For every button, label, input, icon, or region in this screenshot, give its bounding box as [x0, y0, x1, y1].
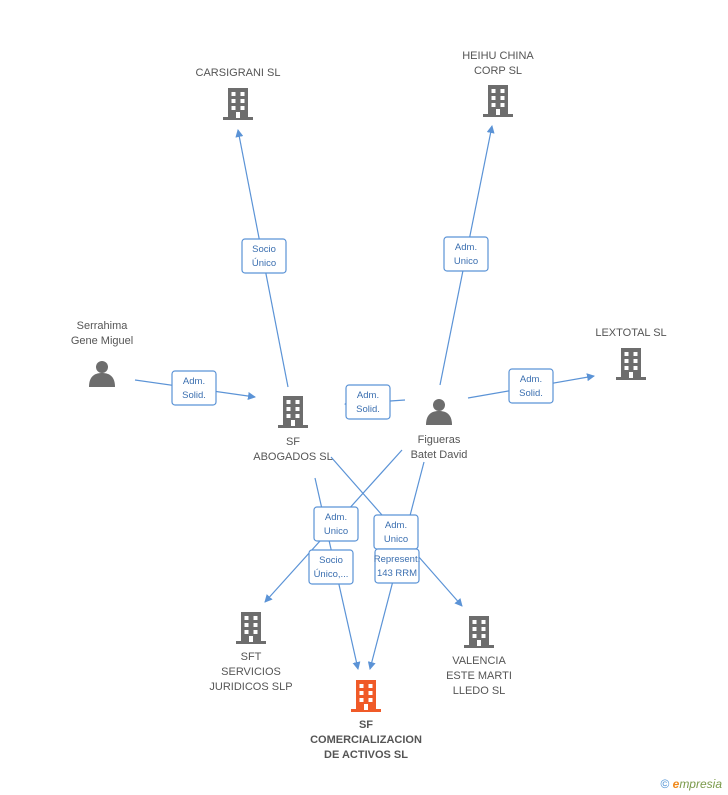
node-label: ESTE MARTI	[446, 670, 512, 682]
copyright-symbol: ©	[660, 777, 670, 791]
node-label: ABOGADOS SL	[253, 451, 332, 463]
node-label: SERVICIOS	[221, 666, 281, 678]
building-icon	[236, 612, 266, 644]
edge-label-text: Solid.	[356, 404, 380, 415]
node-label: VALENCIA	[452, 655, 506, 667]
edge-label-e7[interactable]: Adm. Unico	[373, 514, 419, 550]
empresia-watermark: © empresia	[660, 777, 722, 791]
node-label: LEXTOTAL SL	[595, 327, 666, 339]
node-label: LLEDO SL	[453, 685, 506, 697]
building-icon	[483, 85, 513, 117]
edge-label-box	[313, 506, 359, 542]
person-icon	[426, 399, 452, 425]
edge-label-text: Adm.	[520, 374, 542, 385]
node-label: Serrahima	[77, 320, 129, 332]
edge-label-text: Socio	[252, 244, 276, 255]
node-label: Figueras	[418, 434, 461, 446]
edge-label-text: Unico	[384, 534, 408, 545]
edge-label-box	[508, 368, 554, 404]
edge-label-box	[374, 548, 420, 584]
node-valencia[interactable]: VALENCIA ESTE MARTI LLEDO SL	[446, 616, 512, 697]
node-label: CORP SL	[474, 65, 522, 77]
edge-label-text: 143 RRM	[377, 568, 417, 579]
node-sfcom[interactable]: SF COMERCIALIZACION DE ACTIVOS SL	[310, 680, 422, 761]
edge-label-e9[interactable]: Represent. 143 RRM	[374, 548, 420, 584]
edge-label-e5[interactable]: Adm. Solid.	[508, 368, 554, 404]
edge-label-text: Adm.	[357, 390, 379, 401]
node-sfabogados[interactable]: SF ABOGADOS SL	[253, 396, 333, 463]
edge-label-text: Adm.	[455, 242, 477, 253]
edge-label-text: Adm.	[325, 512, 347, 523]
edge-label-e2[interactable]: Adm. Unico	[443, 236, 489, 272]
building-icon	[616, 348, 646, 380]
edge-label-text: Unico	[454, 256, 478, 267]
edge-label-box	[241, 238, 287, 274]
edge-label-text: Adm.	[183, 376, 205, 387]
brand-initial: e	[672, 777, 680, 791]
edge-label-text: Represent.	[374, 554, 420, 565]
edge-label-text: Único	[252, 258, 276, 269]
node-sft[interactable]: SFT SERVICIOS JURIDICOS SLP	[209, 612, 293, 693]
node-label: COMERCIALIZACION	[310, 734, 422, 746]
edge-label-e4[interactable]: Adm. Solid.	[345, 384, 391, 420]
node-carsigrani[interactable]: CARSIGRANI SL	[196, 67, 281, 120]
edge-label-box	[308, 549, 354, 585]
node-label: SFT	[241, 651, 262, 663]
node-label: Batet David	[411, 449, 468, 461]
brand-name: mpresia	[679, 777, 722, 791]
person-icon	[89, 361, 115, 387]
building-icon	[223, 88, 253, 120]
node-label: JURIDICOS SLP	[209, 681, 292, 693]
building-icon	[278, 396, 308, 428]
node-label: HEIHU CHINA	[462, 50, 534, 62]
edge-label-text: Unico	[324, 526, 348, 537]
edge-label-box	[443, 236, 489, 272]
edge-label-box	[345, 384, 391, 420]
edge-label-text: Único,...	[314, 569, 349, 580]
building-icon	[464, 616, 494, 648]
building-icon	[351, 680, 381, 712]
edge-label-e3[interactable]: Adm. Solid.	[171, 370, 217, 406]
edge-label-text: Socio	[319, 555, 343, 566]
edge-label-e6[interactable]: Adm. Unico	[313, 506, 359, 542]
edge-label-text: Solid.	[182, 390, 206, 401]
edge-label-e8[interactable]: SocioÚnico,...	[308, 549, 354, 585]
node-label: Gene Miguel	[71, 335, 133, 347]
node-label: SF	[286, 436, 300, 448]
node-label: CARSIGRANI SL	[196, 67, 281, 79]
edge-label-text: Adm.	[385, 520, 407, 531]
node-label: DE ACTIVOS SL	[324, 749, 408, 761]
node-lextotal[interactable]: LEXTOTAL SL	[595, 327, 667, 380]
node-heihu[interactable]: HEIHU CHINA CORP SL	[462, 50, 534, 117]
edge-label-text: Solid.	[519, 388, 543, 399]
edge-label-box	[171, 370, 217, 406]
node-label: SF	[359, 719, 373, 731]
